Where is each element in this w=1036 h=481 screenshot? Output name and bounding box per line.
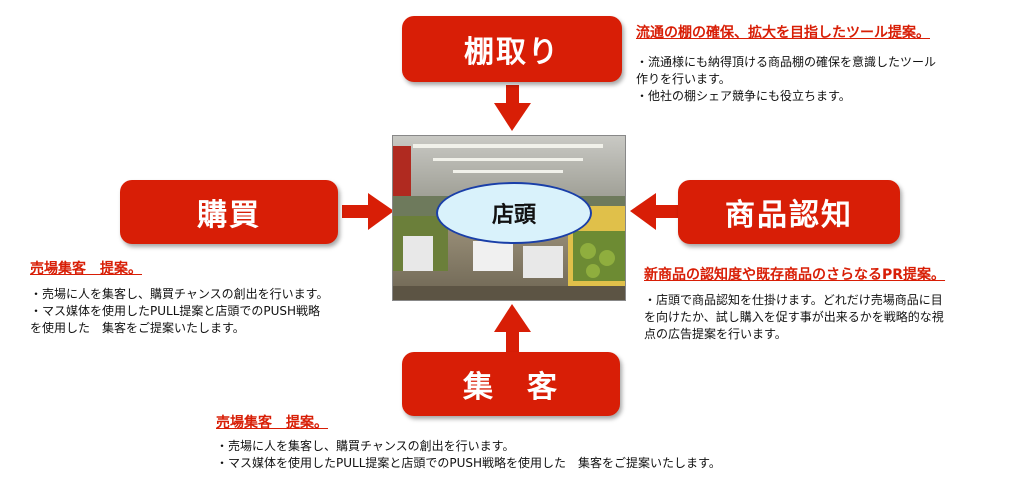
- box-shohin-ninchi-label: 商品認知: [725, 198, 853, 233]
- top-note-line: 作りを行います。: [636, 72, 731, 86]
- right-note-heading: 新商品の認知度や既存商品のさらなるPR提案。: [644, 267, 946, 283]
- box-shohin-ninchi: 商品認知: [678, 180, 900, 244]
- bottom-note-body: ・売場に人を集客し、購買チャンスの創出を行います。 ・マス媒体を使用したPULL…: [216, 438, 721, 472]
- right-note-body: ・店頭で商品認知を仕掛けます。どれだけ売場商品に目 を向けたか、試し購入を促す事…: [644, 292, 944, 343]
- left-note-line: ・売場に人を集客し、購買チャンスの創出を行います。: [30, 287, 329, 301]
- arrow-down-icon: [494, 85, 531, 131]
- top-note-heading: 流通の棚の確保、拡大を目指したツール提案。: [636, 25, 930, 41]
- center-label: 店頭: [491, 203, 536, 228]
- left-note-body: ・売場に人を集客し、購買チャンスの創出を行います。 ・マス媒体を使用したPULL…: [30, 286, 328, 337]
- box-kobai-label: 購買: [197, 198, 261, 233]
- arrow-up-icon: [494, 304, 531, 352]
- right-note-line: ・店頭で商品認知を仕掛けます。どれだけ売場商品に目: [644, 293, 943, 307]
- box-tanadori-label: 棚取り: [464, 35, 560, 70]
- center-oval: 店頭: [436, 182, 592, 244]
- bottom-note-heading: 売場集客 提案。: [216, 415, 328, 431]
- right-note-line: を向けたか、試し購入を促す事が出来るかを戦略的な視: [644, 310, 944, 324]
- box-kobai: 購買: [120, 180, 338, 244]
- top-note-body: ・流通様にも納得頂ける商品棚の確保を意識したツール 作りを行います。 ・他社の棚…: [636, 54, 936, 105]
- top-note-line: ・他社の棚シェア競争にも役立ちます。: [636, 89, 851, 103]
- box-shukyaku: 集 客: [402, 352, 620, 416]
- left-note-heading: 売場集客 提案。: [30, 261, 142, 277]
- arrow-right-icon: [342, 193, 394, 230]
- box-tanadori: 棚取り: [402, 16, 622, 82]
- left-note-line: を使用した 集客をご提案いたします。: [30, 321, 245, 335]
- right-note-line: 点の広告提案を行います。: [644, 327, 787, 341]
- bottom-note-line: ・売場に人を集客し、購買チャンスの創出を行います。: [216, 439, 515, 453]
- box-shukyaku-label: 集 客: [463, 370, 559, 405]
- bottom-note-line: ・マス媒体を使用したPULL提案と店頭でのPUSH戦略を使用した 集客をご提案い…: [216, 456, 721, 470]
- left-note-line: ・マス媒体を使用したPULL提案と店頭でのPUSH戦略: [30, 304, 321, 318]
- top-note-line: ・流通様にも納得頂ける商品棚の確保を意識したツール: [636, 55, 937, 69]
- arrow-left-icon: [630, 193, 684, 230]
